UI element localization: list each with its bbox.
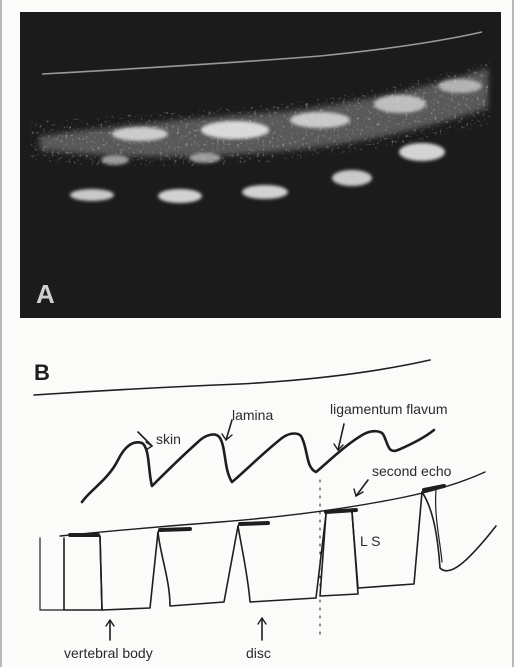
vertebral-echo bbox=[242, 185, 288, 199]
panel-a-label: A bbox=[36, 279, 55, 309]
panel-b-label: B bbox=[34, 360, 50, 385]
schematic-diagram: B skin lamina ligamentum flavum second e… bbox=[20, 340, 501, 667]
ligamentum-flavum-label: ligamentum flavum bbox=[330, 401, 448, 417]
vertebral-body bbox=[238, 514, 326, 602]
vertebral-echo bbox=[332, 170, 372, 186]
ultrasound-background bbox=[20, 12, 501, 318]
ultrasound-image: A bbox=[20, 12, 501, 318]
vertebral-body bbox=[422, 492, 496, 571]
vertebral-echo bbox=[70, 189, 114, 201]
skin-line bbox=[34, 360, 430, 395]
skin-label: skin bbox=[156, 431, 181, 447]
second-echo-label: second echo bbox=[372, 463, 452, 479]
disc-label: disc bbox=[246, 645, 271, 661]
vertebral-body bbox=[64, 536, 102, 610]
ls-label: L S bbox=[360, 533, 381, 549]
vertebral-body bbox=[158, 526, 238, 606]
vertebral-echo bbox=[158, 189, 202, 203]
lamina-label: lamina bbox=[232, 407, 273, 423]
vertebral-body-label: vertebral body bbox=[64, 645, 153, 661]
second-echo-arrow bbox=[356, 480, 368, 496]
vertebral-echo bbox=[399, 143, 445, 161]
vertebral-body bbox=[100, 532, 158, 610]
